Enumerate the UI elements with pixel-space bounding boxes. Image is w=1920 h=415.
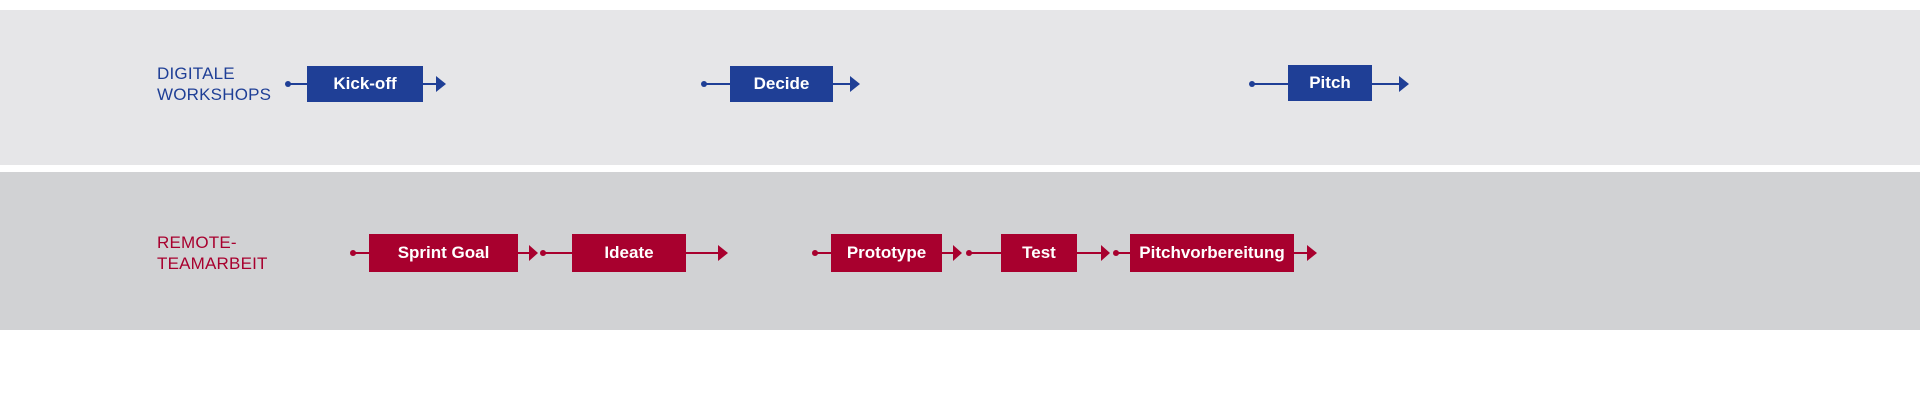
- row-label-line: DIGITALE: [157, 64, 235, 83]
- step-sprint-goal: Sprint Goal: [369, 234, 518, 272]
- step-pitchvorbereitung: Pitchvorbereitung: [1130, 234, 1294, 272]
- connector-line: [518, 252, 530, 254]
- connector-line: [1077, 252, 1102, 254]
- step-pitch: Pitch: [1288, 65, 1372, 101]
- arrow-right-icon: [1307, 245, 1317, 261]
- arrow-right-icon: [850, 76, 860, 92]
- connector-line: [969, 252, 1001, 254]
- connector-line: [686, 252, 719, 254]
- step-label: Pitchvorbereitung: [1139, 243, 1285, 262]
- step-label: Ideate: [604, 243, 654, 262]
- arrow-right-icon: [1101, 245, 1110, 261]
- step-test: Test: [1001, 234, 1077, 272]
- connector-line: [704, 83, 730, 85]
- arrow-right-icon: [718, 245, 728, 261]
- connector-line: [288, 83, 307, 85]
- step-label: Test: [1022, 243, 1056, 262]
- connector-line: [543, 252, 572, 254]
- connector-line: [1116, 252, 1130, 254]
- step-kick-off: Kick-off: [307, 66, 423, 102]
- digital-workshops-band: [0, 10, 1920, 165]
- step-label: Sprint Goal: [397, 243, 490, 262]
- step-label: Kick-off: [333, 74, 397, 93]
- connector-line: [833, 83, 851, 85]
- step-label: Decide: [753, 74, 810, 93]
- connector-line: [1372, 83, 1400, 85]
- row-label-line: REMOTE-: [157, 233, 237, 252]
- arrow-right-icon: [436, 76, 446, 92]
- connector-line: [353, 252, 369, 254]
- row-label-digital-workshops: DIGITALE WORKSHOPS: [157, 63, 271, 105]
- row-label-line: TEAMARBEIT: [157, 254, 268, 273]
- connector-line: [1294, 252, 1308, 254]
- step-prototype: Prototype: [831, 234, 942, 272]
- step-label: Prototype: [846, 243, 927, 262]
- connector-line: [942, 252, 954, 254]
- arrow-right-icon: [529, 245, 538, 261]
- connector-line: [423, 83, 437, 85]
- row-label-remote-teamwork: REMOTE- TEAMARBEIT: [157, 232, 268, 274]
- step-decide: Decide: [730, 66, 833, 102]
- connector-line: [815, 252, 831, 254]
- row-label-line: WORKSHOPS: [157, 85, 272, 104]
- step-label: Pitch: [1309, 73, 1351, 92]
- step-ideate: Ideate: [572, 234, 686, 272]
- connector-line: [1252, 83, 1288, 85]
- arrow-right-icon: [953, 245, 962, 261]
- arrow-right-icon: [1399, 76, 1409, 92]
